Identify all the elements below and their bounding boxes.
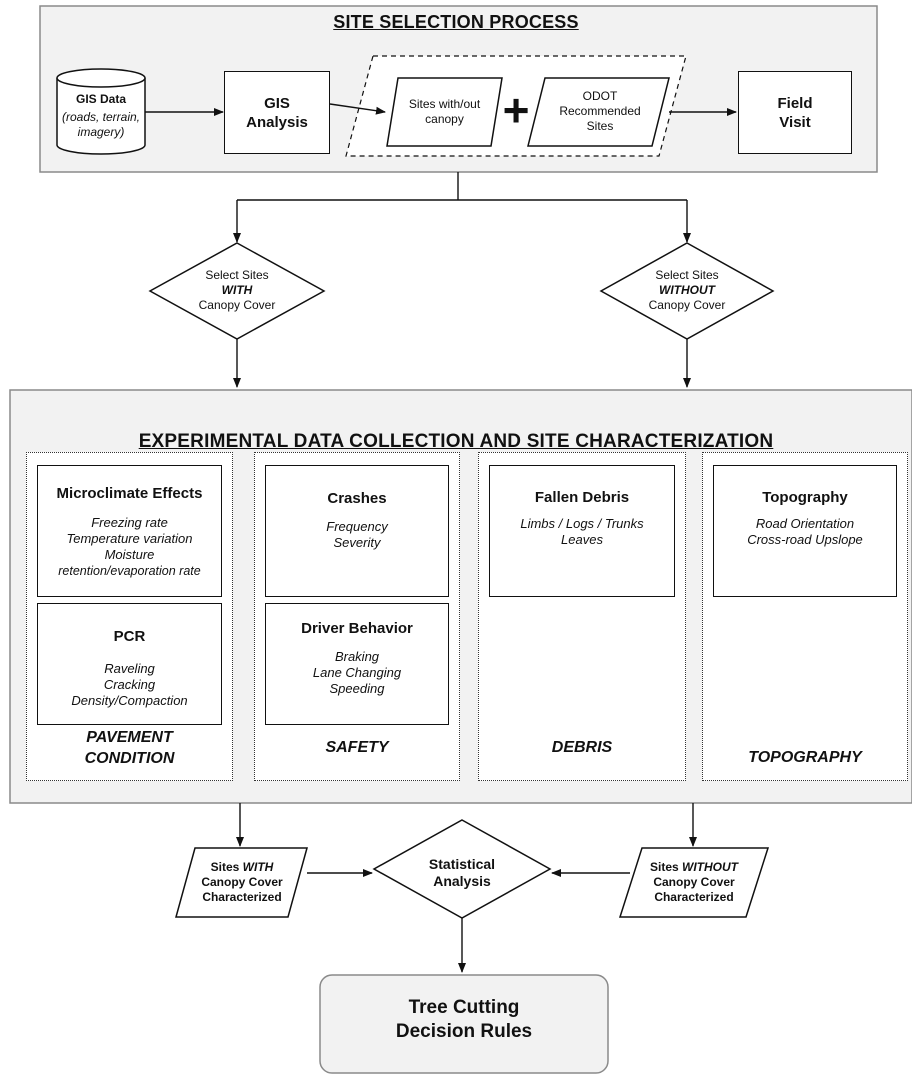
site-selection-title: SITE SELECTION PROCESS [333, 12, 579, 32]
card-microclimate-effects: Microclimate Effects Freezing rate Tempe… [37, 465, 222, 597]
result-without-line-3: Characterized [654, 890, 734, 904]
sites-with-characterized-label: Sites WITH Canopy Cover Characterized [180, 860, 304, 905]
card-line: Density/Compaction [71, 693, 188, 708]
sites-without-characterized-label: Sites WITHOUT Canopy Cover Characterized [628, 860, 760, 905]
connector-branch-split [237, 172, 687, 201]
odot-sites-shape [527, 77, 670, 147]
select-without-line-1: Select Sites [655, 268, 719, 282]
sites-with-out-line-2: canopy [425, 112, 464, 126]
category-line: DEBRIS [551, 739, 613, 756]
card-heading: Microclimate Effects [56, 485, 203, 502]
card-heading: Fallen Debris [534, 489, 630, 506]
odot-line-3: Sites [586, 119, 614, 133]
card-line: Severity [333, 535, 381, 550]
card-heading: PCR [113, 628, 146, 645]
decision-rules-box [319, 974, 609, 1074]
select-without-line-3: Canopy Cover [648, 298, 726, 312]
card-line: Limbs / Logs / Trunks [520, 516, 644, 531]
column-debris: Fallen Debris Limbs / Logs / Trunks Leav… [478, 452, 686, 781]
result-without-prefix: Sites [649, 860, 682, 874]
statistical-analysis-label: Statistical Analysis [410, 856, 514, 890]
result-without-emphasis: WITHOUT [682, 860, 738, 874]
card-heading: Crashes [327, 490, 387, 507]
category-line: PAVEMENT [86, 729, 173, 746]
field-visit-line-1: Field [777, 94, 813, 112]
plus-sign: + [503, 84, 530, 136]
column-topography: Topography Road Orientation Cross-road U… [702, 452, 908, 781]
category-label: PAVEMENT CONDITION [27, 727, 232, 769]
card-line: Lane Changing [312, 665, 402, 680]
select-with-line-2: WITH [221, 283, 253, 297]
card-topography: Topography Road Orientation Cross-road U… [713, 465, 897, 597]
statistical-line-2: Analysis [433, 873, 491, 889]
card-line: Road Orientation [755, 516, 855, 531]
card-line: Cross-road Upslope [747, 532, 863, 547]
result-without-line-2: Canopy Cover [653, 875, 735, 889]
gis-data-cylinder-shape [56, 68, 146, 155]
gis-analysis-line-1: GIS [264, 94, 290, 112]
sites-with-characterized-shape [175, 847, 308, 918]
category-label: TOPOGRAPHY [703, 747, 907, 768]
field-visit-line-2: Visit [779, 113, 811, 131]
result-with-line-2: Canopy Cover [201, 875, 283, 889]
select-with-label: Select Sites WITH Canopy Cover [180, 268, 294, 313]
card-heading: Driver Behavior [301, 620, 413, 637]
sites-with-out-line-1: Sites with/out [408, 97, 481, 111]
card-line: Frequency [326, 519, 388, 534]
card-heading: Topography [762, 489, 848, 506]
card-line: Braking [334, 649, 380, 664]
category-line: SAFETY [325, 739, 389, 756]
card-line: Moisture [104, 547, 155, 562]
card-pcr: PCR Raveling Cracking Density/Compaction [37, 603, 222, 725]
decision-rules-line-2: Decision Rules [395, 1021, 533, 1042]
card-line: Speeding [329, 681, 385, 696]
sites-with-out-shape [386, 77, 503, 147]
select-with-line-1: Select Sites [205, 268, 269, 282]
category-label: DEBRIS [479, 737, 685, 758]
odot-line-1: ODOT [582, 89, 618, 103]
card-line: Leaves [561, 532, 603, 547]
odot-line-2: Recommended [559, 104, 641, 118]
category-line: CONDITION [84, 750, 175, 767]
category-label: SAFETY [255, 737, 459, 758]
select-without-label: Select Sites WITHOUT Canopy Cover [630, 268, 744, 313]
card-line: Freezing rate [91, 515, 168, 530]
gis-analysis-line-2: Analysis [246, 113, 308, 131]
result-with-emphasis: WITH [242, 860, 274, 874]
sites-with-out-label: Sites with/out canopy [392, 97, 497, 127]
odot-sites-label: ODOT Recommended Sites [539, 89, 661, 134]
column-pavement-condition: Microclimate Effects Freezing rate Tempe… [26, 452, 233, 781]
gis-analysis-box: GIS Analysis [224, 71, 330, 154]
gis-data-title: GIS Data [75, 92, 126, 106]
result-with-prefix: Sites [210, 860, 243, 874]
gis-data-line-2: imagery) [77, 125, 125, 139]
category-line: TOPOGRAPHY [748, 749, 862, 766]
statistical-line-1: Statistical [428, 856, 496, 872]
experimental-title: EXPERIMENTAL DATA COLLECTION AND SITE CH… [138, 431, 774, 452]
gis-data-line-1: (roads, terrain, [61, 110, 141, 124]
card-driver-behavior: Driver Behavior Braking Lane Changing Sp… [265, 603, 449, 725]
select-without-line-2: WITHOUT [659, 283, 715, 297]
card-line: retention/evaporation rate [58, 564, 201, 578]
decision-rules-line-1: Tree Cutting [408, 997, 520, 1018]
gis-data-node: GIS Data (roads, terrain, imagery) [57, 92, 145, 140]
field-visit-box: Field Visit [738, 71, 852, 154]
sites-without-characterized-shape [618, 847, 770, 918]
card-fallen-debris: Fallen Debris Limbs / Logs / Trunks Leav… [489, 465, 675, 597]
column-safety: Crashes Frequency Severity Driver Behavi… [254, 452, 460, 781]
card-line: Cracking [103, 677, 156, 692]
card-line: Raveling [104, 661, 155, 676]
arrow-analysis-to-sites [329, 103, 386, 115]
decision-rules-label: Tree Cutting Decision Rules [320, 996, 608, 1044]
card-line: Temperature variation [66, 531, 193, 546]
result-with-line-3: Characterized [202, 890, 282, 904]
select-with-line-3: Canopy Cover [198, 298, 276, 312]
card-crashes: Crashes Frequency Severity [265, 465, 449, 597]
